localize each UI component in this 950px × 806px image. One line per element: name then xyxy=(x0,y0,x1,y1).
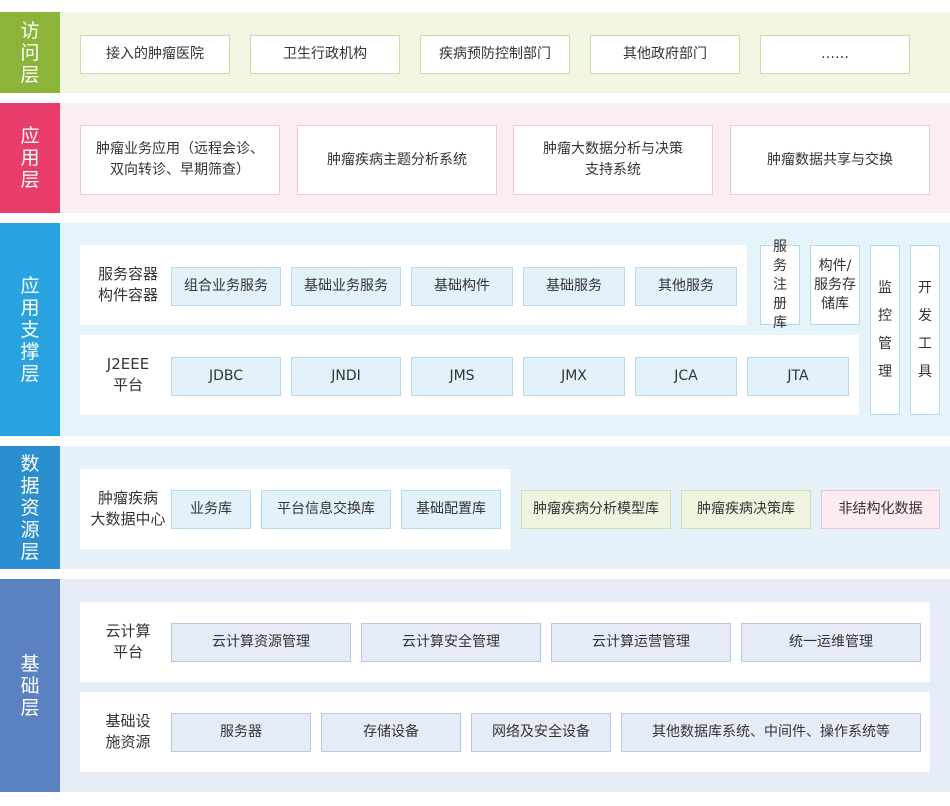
data-item-business-db: 业务库 xyxy=(171,490,251,529)
j2ee-group-label: J2EEE 平台 xyxy=(106,355,150,394)
base-item-cloud-security: 云计算安全管理 xyxy=(361,623,541,662)
base-item-storage: 存储设备 xyxy=(321,713,461,752)
infra-group-label: 基础设 施资源 xyxy=(105,712,151,751)
support-item-composite-service: 组合业务服务 xyxy=(171,267,281,306)
access-layer-label: 访问层 xyxy=(0,12,60,93)
base-item-unified-ops: 统一运维管理 xyxy=(741,623,921,662)
base-item-server: 服务器 xyxy=(171,713,311,752)
data-item-analysis-model: 肿瘤疾病分析模型库 xyxy=(521,490,671,529)
support-side-dev-tools: 开发工具 xyxy=(910,245,940,415)
base-item-network-security: 网络及安全设备 xyxy=(471,713,611,752)
access-item-other-gov: 其他政府部门 xyxy=(590,35,740,74)
support-side-service-registry: 服务注册库 xyxy=(760,239,800,331)
data-item-exchange-db: 平台信息交换库 xyxy=(261,490,391,529)
app-item-topic-analysis: 肿瘤疾病主题分析系统 xyxy=(297,125,497,195)
base-item-cloud-operation: 云计算运营管理 xyxy=(551,623,731,662)
app-item-tumor-business: 肿瘤业务应用（远程会诊、 双向转诊、早期筛查） xyxy=(80,125,280,195)
support-item-basic-component: 基础构件 xyxy=(411,267,513,306)
app-item-bigdata-decision: 肿瘤大数据分析与决策 支持系统 xyxy=(513,125,713,195)
data-layer-label: 数据资源层 xyxy=(0,446,60,569)
support-layer-label: 应用支撑层 xyxy=(0,223,60,436)
base-layer-label: 基础层 xyxy=(0,579,60,792)
j2ee-item-jmx: JMX xyxy=(523,357,625,396)
data-item-config-db: 基础配置库 xyxy=(401,490,501,529)
app-item-data-sharing: 肿瘤数据共享与交换 xyxy=(730,125,930,195)
base-item-cloud-resource: 云计算资源管理 xyxy=(171,623,351,662)
j2ee-item-jca: JCA xyxy=(635,357,737,396)
support-item-other-service: 其他服务 xyxy=(635,267,737,306)
support-side-monitoring: 监控管理 xyxy=(870,245,900,415)
access-item-more: …… xyxy=(760,35,910,74)
base-item-other-systems: 其他数据库系统、中间件、操作系统等 xyxy=(621,713,921,752)
j2ee-item-jms: JMS xyxy=(411,357,513,396)
support-item-basic-business-service: 基础业务服务 xyxy=(291,267,401,306)
access-item-cdc: 疾病预防控制部门 xyxy=(420,35,570,74)
access-item-tumor-hospital: 接入的肿瘤医院 xyxy=(80,35,230,74)
j2ee-item-jta: JTA xyxy=(747,357,849,396)
support-item-basic-service: 基础服务 xyxy=(523,267,625,306)
application-layer-label: 应用层 xyxy=(0,103,60,213)
access-item-health-admin: 卫生行政机构 xyxy=(250,35,400,74)
j2ee-item-jndi: JNDI xyxy=(291,357,401,396)
j2ee-item-jdbc: JDBC xyxy=(171,357,281,396)
container-group-label: 服务容器 构件容器 xyxy=(97,265,158,304)
cloud-group-label: 云计算 平台 xyxy=(105,622,151,661)
bigdata-center-label: 肿瘤疾病 大数据中心 xyxy=(90,489,166,528)
support-side-component-repository: 构件/服务存储库 xyxy=(810,245,860,325)
data-item-decision-db: 肿瘤疾病决策库 xyxy=(681,490,811,529)
data-item-unstructured: 非结构化数据 xyxy=(821,490,940,529)
